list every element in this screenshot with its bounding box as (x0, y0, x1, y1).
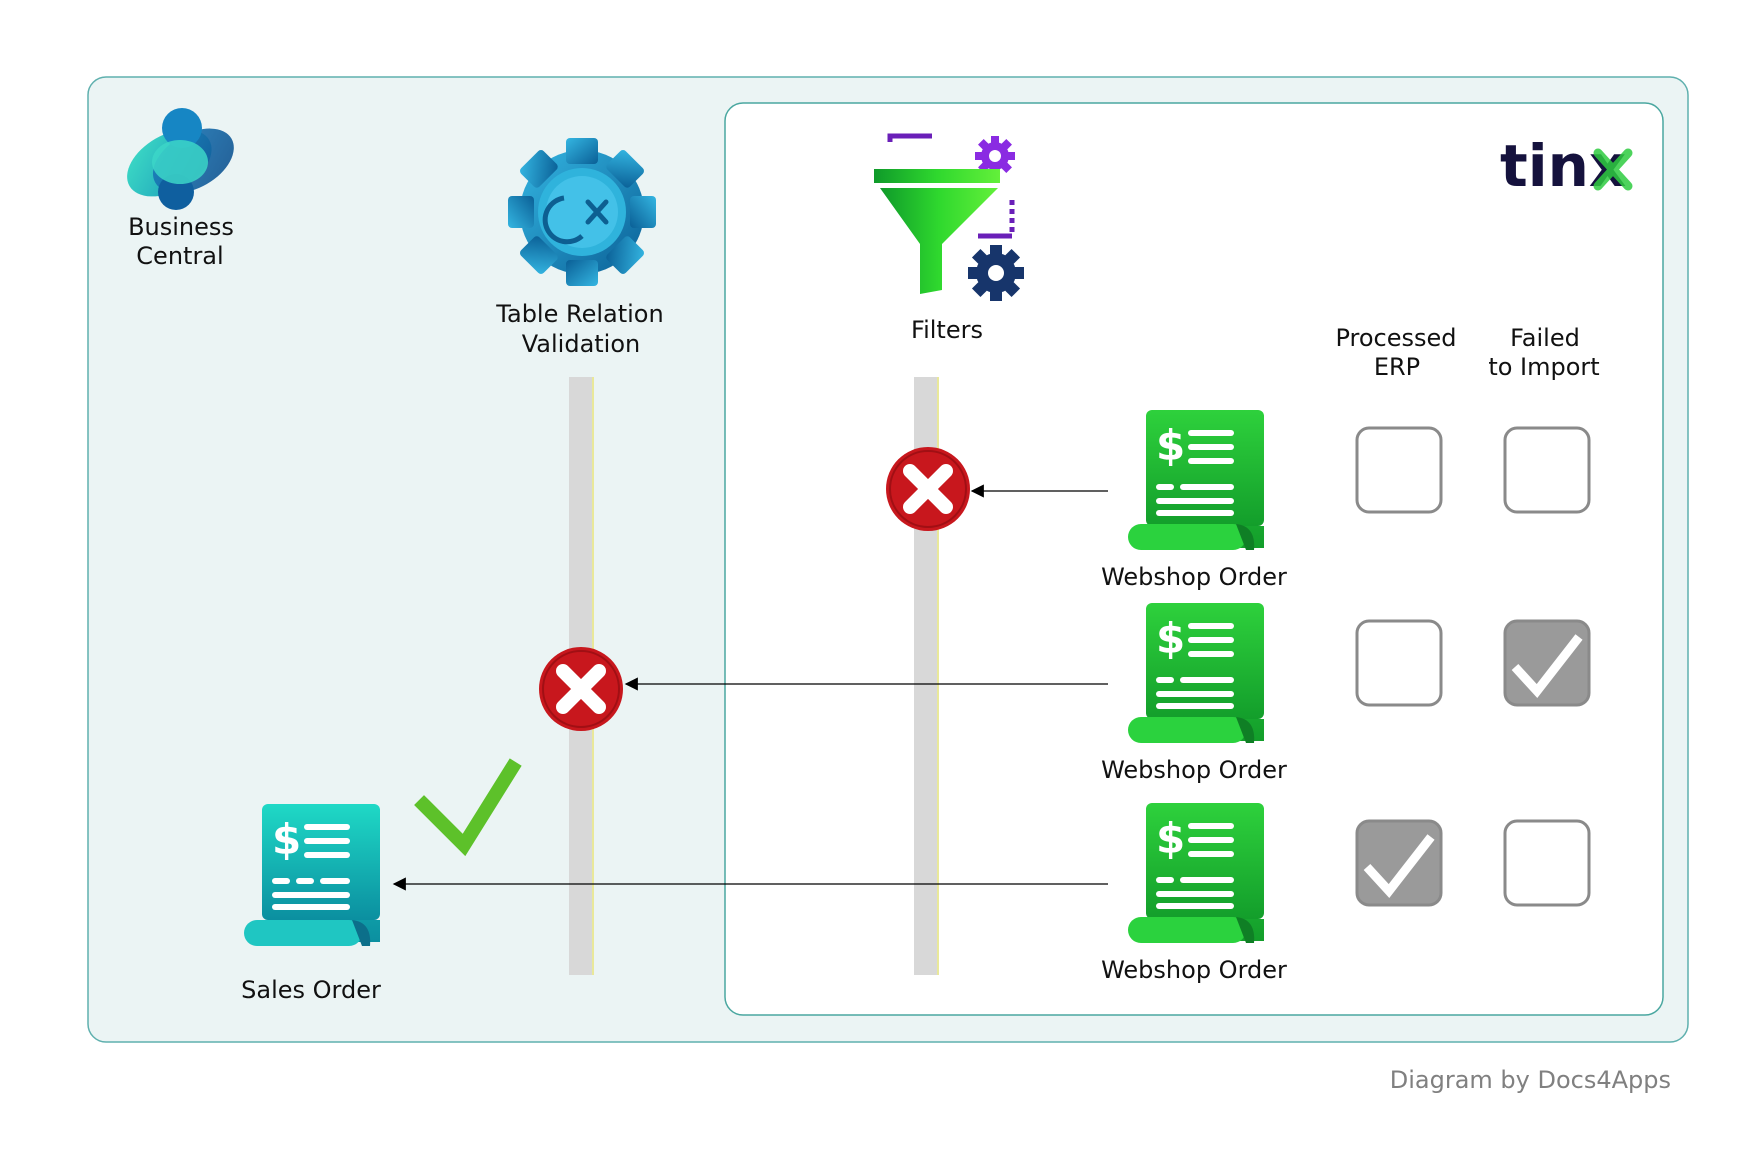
processed-erp-checkbox[interactable] (1355, 619, 1443, 707)
tinx-logo-accent (1593, 148, 1633, 191)
tinx-panel (724, 102, 1664, 1016)
processed-erp-checkbox[interactable] (1355, 426, 1443, 514)
diagram-credit: Diagram by Docs4Apps (1390, 1066, 1671, 1094)
success-check-icon (414, 758, 522, 857)
validation-label-line1: Table Relation (495, 300, 663, 328)
processed-erp-header-line1: Processed (1335, 324, 1456, 352)
svg-text:$: $ (1156, 421, 1185, 470)
funnel-gear-icon (874, 133, 1024, 301)
failed-to-import-checkbox[interactable] (1503, 619, 1591, 707)
svg-text:$: $ (1156, 814, 1185, 863)
failed-import-header-line2: to Import (1488, 353, 1599, 381)
business-central-logo-icon (127, 108, 234, 210)
sales-order-icon: $ (244, 804, 380, 946)
webshop-order-label: Webshop Order (1101, 756, 1287, 784)
svg-text:$: $ (1156, 614, 1185, 663)
bc-label-line1: Business (128, 213, 234, 241)
failed-to-import-checkbox[interactable] (1503, 426, 1591, 514)
webshop-order-icon: $ (1128, 603, 1264, 743)
validation-error-icon (539, 647, 623, 731)
svg-text:$: $ (272, 815, 301, 864)
processed-erp-checkbox[interactable] (1355, 819, 1443, 907)
webshop-order-label: Webshop Order (1101, 563, 1287, 591)
webshop-order-icon: $ (1128, 803, 1264, 943)
filters-error-icon (886, 447, 970, 531)
validation-label-line2: Validation (522, 330, 641, 358)
webshop-order-icon: $ (1128, 410, 1264, 550)
gear-validation-icon (508, 138, 656, 286)
processed-erp-header-line2: ERP (1374, 353, 1420, 381)
webshop-order-label: Webshop Order (1101, 956, 1287, 984)
bc-label-line2: Central (136, 242, 223, 270)
filters-label: Filters (911, 316, 983, 344)
sales-order-label: Sales Order (241, 976, 381, 1004)
failed-import-header-line1: Failed (1510, 324, 1580, 352)
failed-to-import-checkbox[interactable] (1503, 819, 1591, 907)
